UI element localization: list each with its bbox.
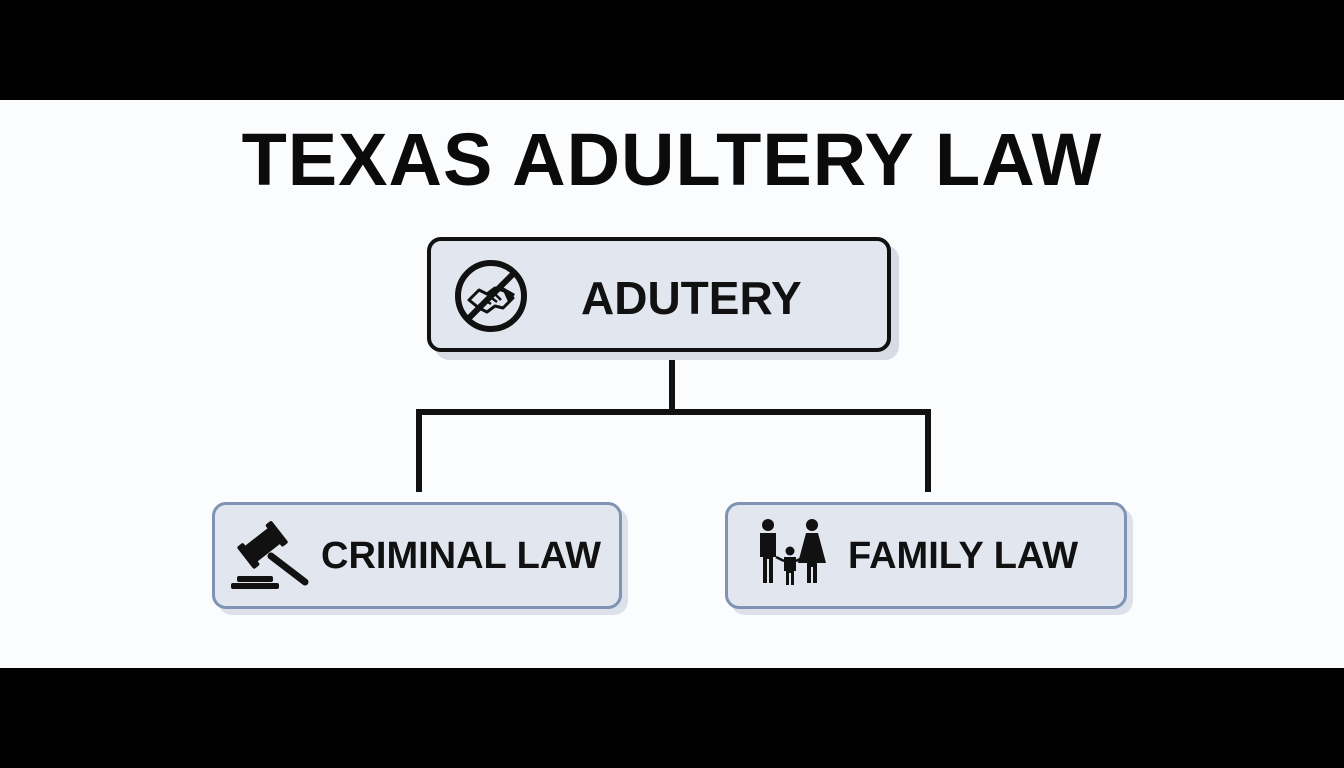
node-criminal-law: CRIMINAL LAW [212, 502, 622, 609]
node-adultery-label: ADUTERY [581, 272, 802, 324]
diagram-title: TEXAS ADULTERY LAW [241, 118, 1103, 201]
connector-lines [416, 352, 931, 492]
diagram-canvas: TEXAS ADULTERY LAW ADUTERY [0, 100, 1344, 668]
node-family-law: FAMILY LAW [725, 502, 1127, 609]
node-criminal-law-label: CRIMINAL LAW [321, 535, 602, 577]
node-family-law-label: FAMILY LAW [848, 535, 1079, 577]
node-adultery: ADUTERY [427, 237, 891, 352]
letterbox-top [0, 0, 1344, 100]
gavel-icon [229, 520, 311, 597]
letterbox-bottom [0, 668, 1344, 768]
family-icon [754, 517, 830, 594]
no-handshake-icon [451, 256, 531, 341]
